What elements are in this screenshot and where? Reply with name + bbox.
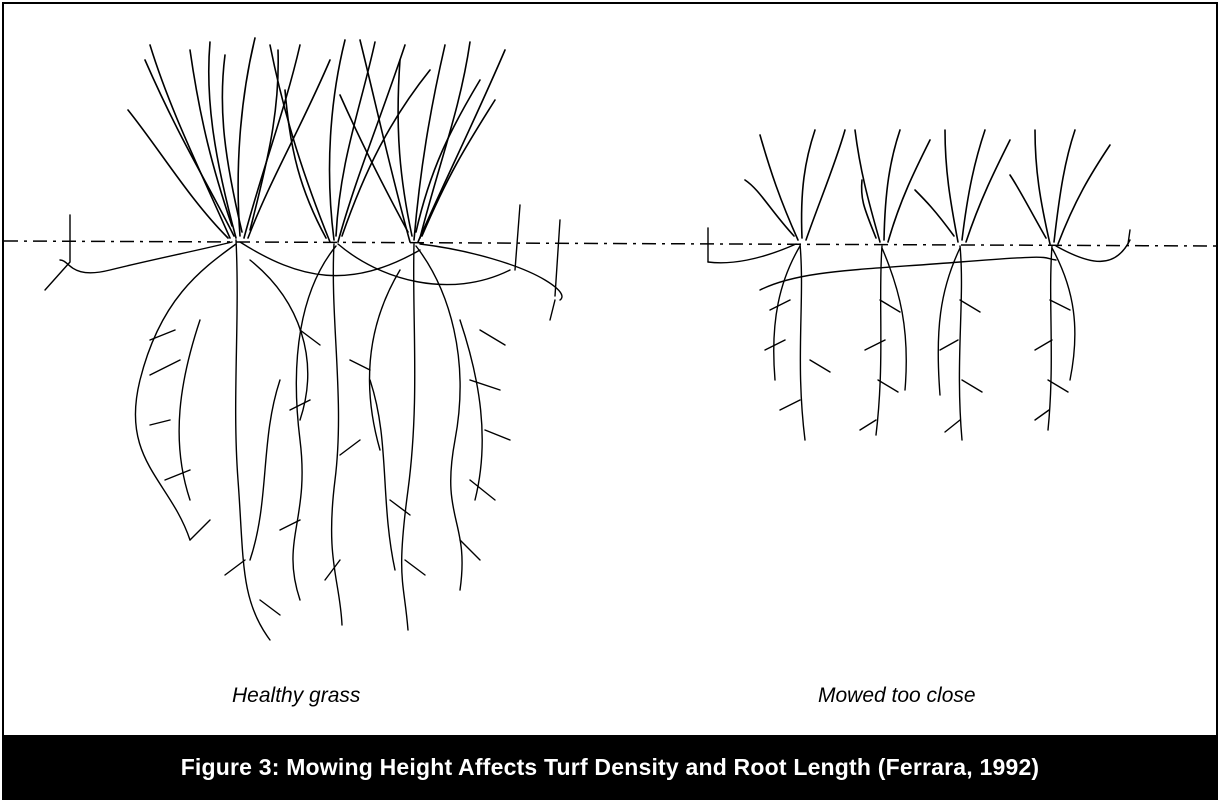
soil-line <box>4 241 1216 246</box>
healthy-grass-blades <box>128 38 505 242</box>
healthy-grass-drawing <box>45 38 562 640</box>
healthy-grass-label: Healthy grass <box>232 684 360 708</box>
figure-caption: Figure 3: Mowing Height Affects Turf Den… <box>181 754 1040 781</box>
mowed-grass-drawing <box>708 130 1130 440</box>
figure-caption-bar: Figure 3: Mowing Height Affects Turf Den… <box>2 735 1218 800</box>
mowed-grass-blades <box>745 130 1110 244</box>
healthy-grass-roots <box>45 205 562 640</box>
mowed-grass-label: Mowed too close <box>818 684 976 708</box>
mowed-grass-roots <box>708 228 1130 440</box>
